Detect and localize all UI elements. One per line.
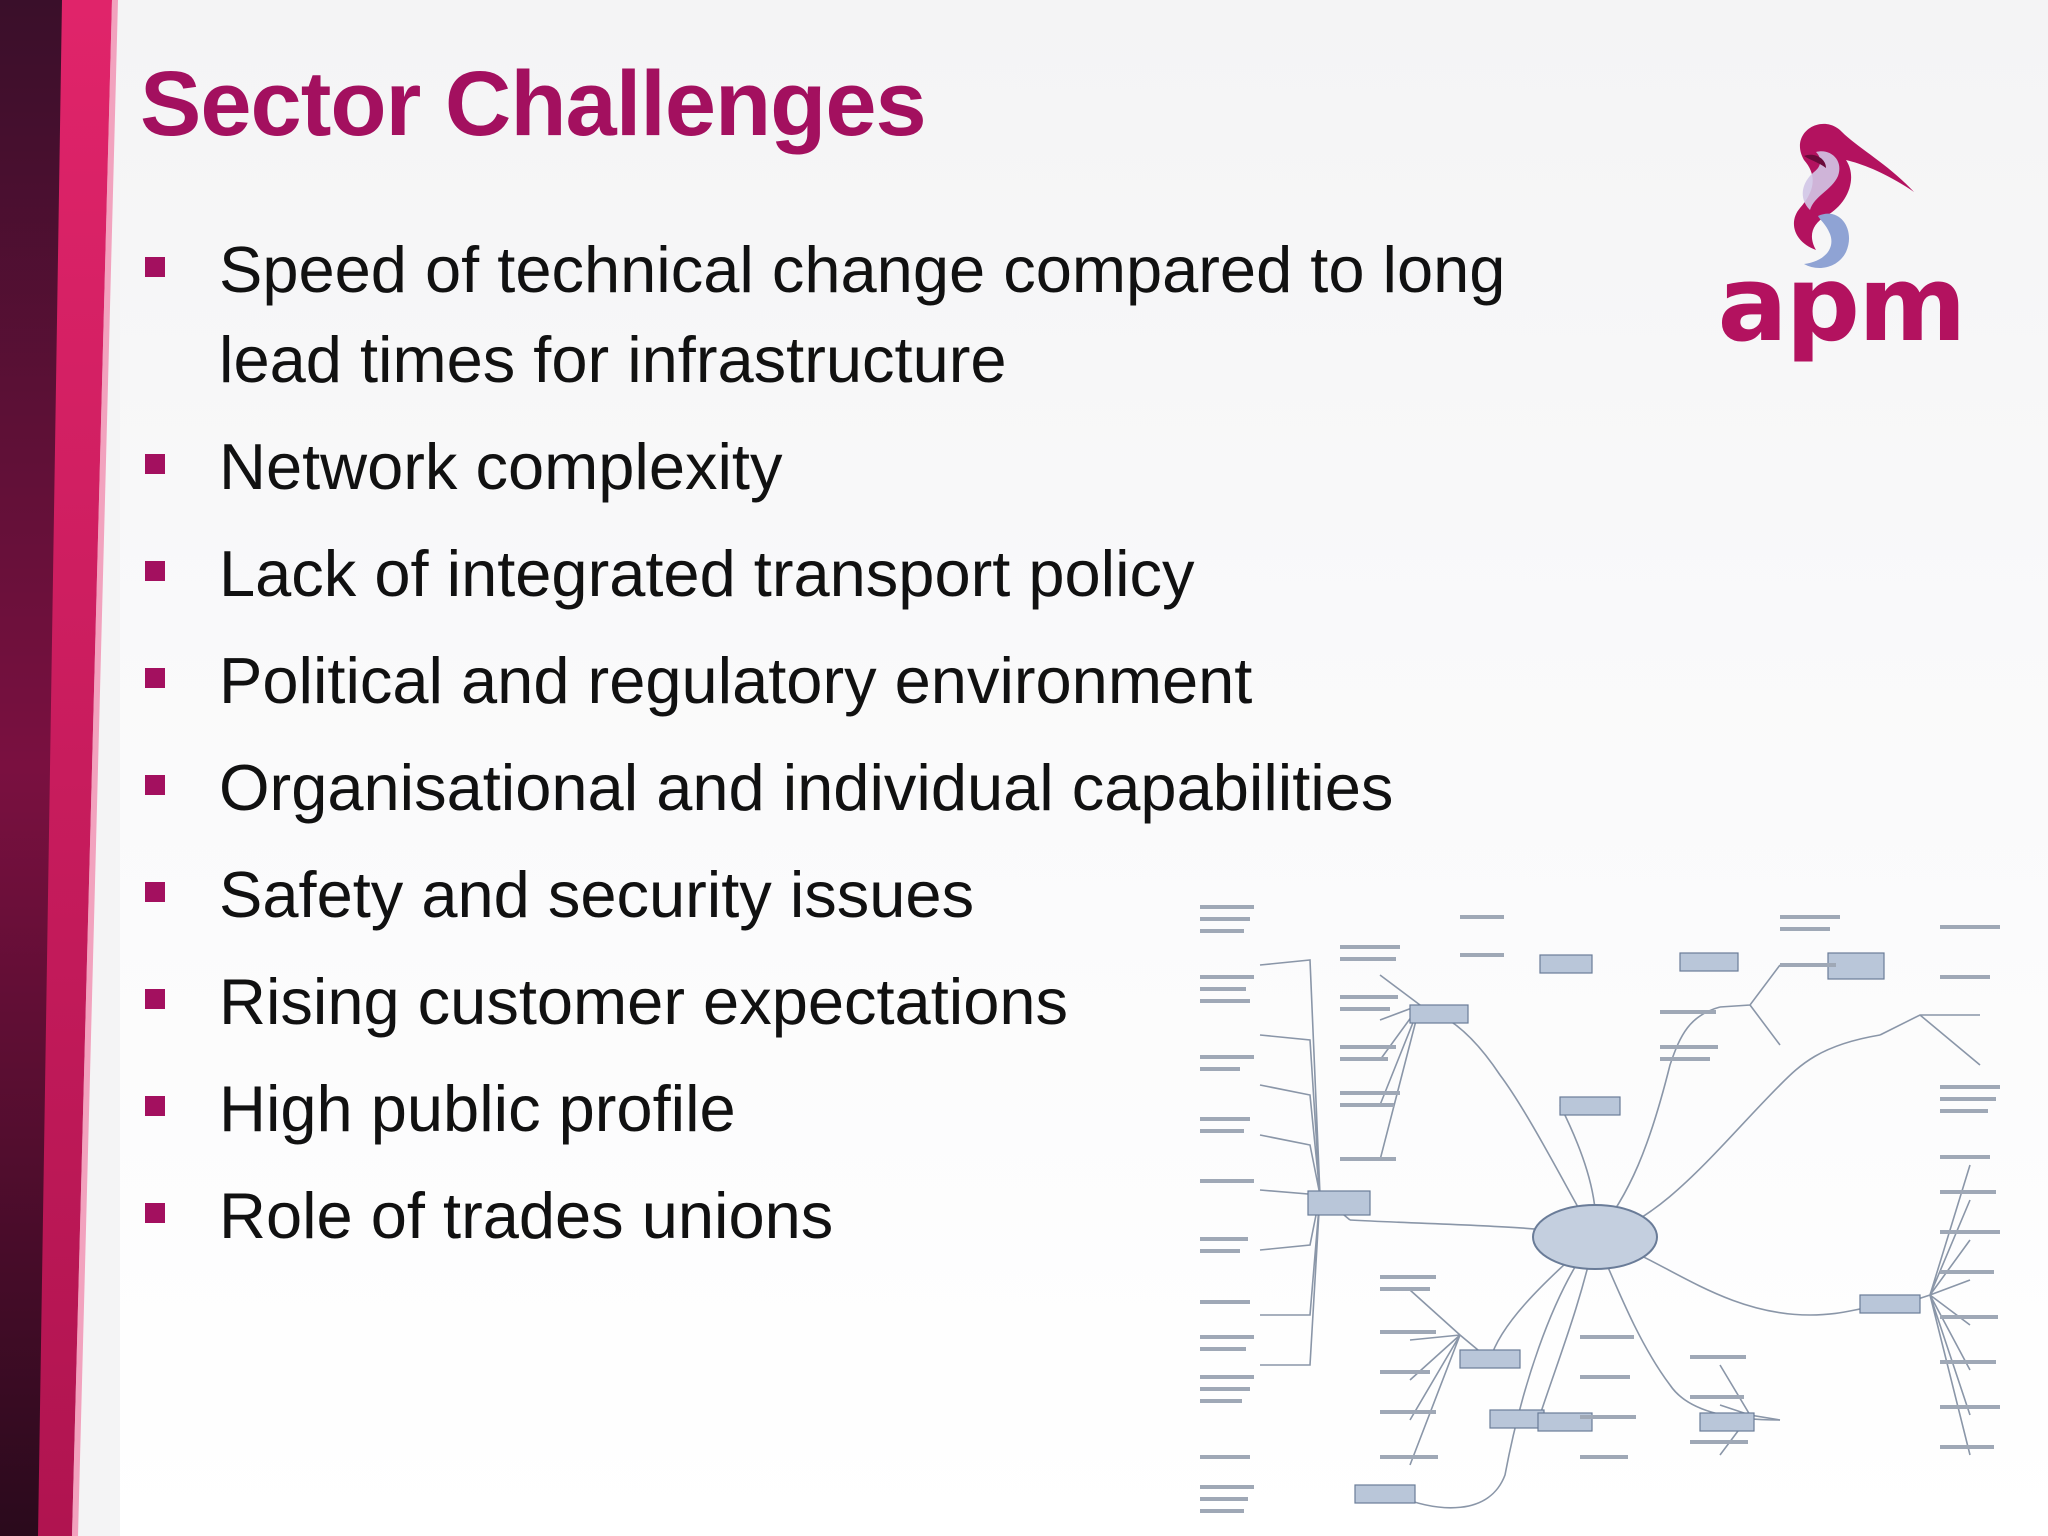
bullet-item: Network complexity	[145, 422, 1645, 512]
apm-logo: apm	[1718, 123, 1964, 362]
bullet-text: Network complexity	[219, 430, 783, 503]
slide-title: Sector Challenges	[140, 53, 927, 155]
square-bullet-icon	[145, 1203, 165, 1223]
bullet-item: High public profile	[145, 1064, 1645, 1154]
square-bullet-icon	[145, 1096, 165, 1116]
bullet-item: Organisational and individual capabiliti…	[145, 743, 1645, 833]
square-bullet-icon	[145, 668, 165, 688]
bullet-item: Safety and security issues	[145, 850, 1645, 940]
bullet-text: Lack of integrated transport policy	[219, 537, 1195, 610]
bullet-text: Role of trades unions	[219, 1179, 834, 1252]
bullet-text: Organisational and individual capabiliti…	[219, 751, 1394, 824]
mind-map-diagram	[1200, 905, 2000, 1513]
bullet-text: Safety and security issues	[219, 858, 975, 931]
square-bullet-icon	[145, 257, 165, 277]
bullet-text: Speed of technical change compared to lo…	[219, 233, 1506, 396]
decorative-side-band	[0, 0, 120, 1536]
square-bullet-icon	[145, 454, 165, 474]
apm-bird-icon	[1793, 123, 1914, 268]
square-bullet-icon	[145, 882, 165, 902]
bullet-list: Speed of technical change compared to lo…	[145, 225, 1645, 1278]
bullet-item: Lack of integrated transport policy	[145, 529, 1645, 619]
apm-logo-text: apm	[1718, 243, 1964, 362]
square-bullet-icon	[145, 775, 165, 795]
bullet-item: Role of trades unions	[145, 1171, 1645, 1261]
bullet-item: Rising customer expectations	[145, 957, 1645, 1047]
bullet-item: Speed of technical change compared to lo…	[145, 225, 1645, 405]
bullet-text: High public profile	[219, 1072, 736, 1145]
square-bullet-icon	[145, 989, 165, 1009]
bullet-text: Rising customer expectations	[219, 965, 1068, 1038]
square-bullet-icon	[145, 561, 165, 581]
bullet-text: Political and regulatory environment	[219, 644, 1253, 717]
bullet-item: Political and regulatory environment	[145, 636, 1645, 726]
